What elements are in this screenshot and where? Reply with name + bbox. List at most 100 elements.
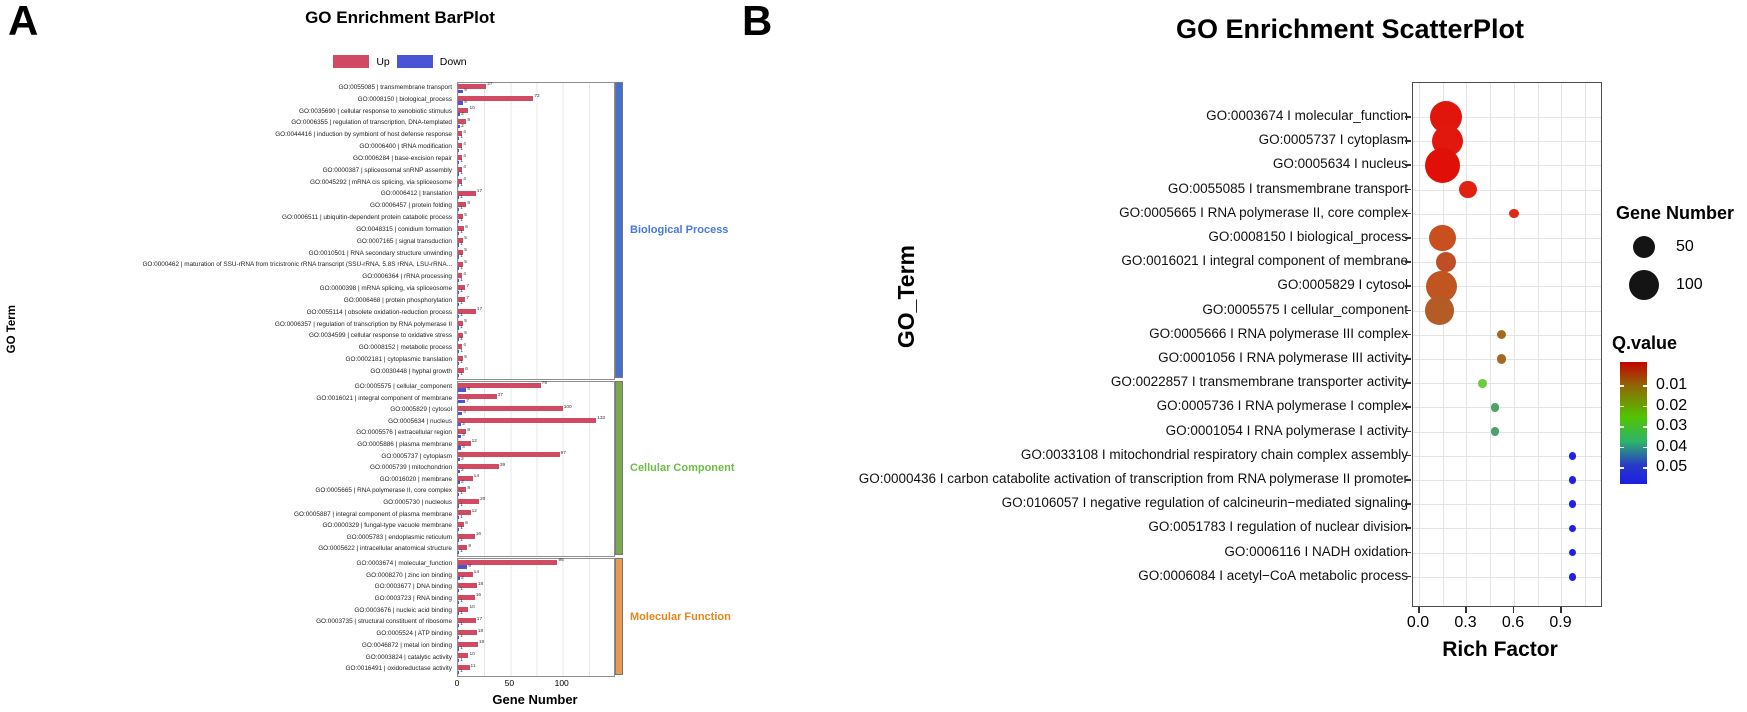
down-bar — [458, 302, 460, 306]
down-bar-line: 2 — [458, 124, 614, 129]
qvalue-gradient-bar — [1620, 362, 1647, 484]
qvalue-tick-dash — [1643, 467, 1647, 469]
up-bar-value: 6 — [465, 520, 468, 526]
up-bar-line: 27 — [458, 83, 614, 89]
down-bar-value: 1 — [460, 170, 463, 176]
up-bar-line: 5 — [458, 248, 614, 255]
down-bar-value: 7 — [466, 398, 469, 404]
down-bar-line: 1 — [458, 170, 614, 176]
down-bar-value: 1 — [460, 657, 463, 663]
up-bar — [458, 356, 464, 362]
down-bar — [458, 326, 460, 330]
down-bar — [458, 136, 460, 141]
x-tick-label: 0.0 — [1406, 614, 1430, 631]
bar-row-label: GO:0006412 | translation — [380, 190, 452, 198]
size-legend-circle — [1633, 236, 1655, 258]
up-bar — [458, 155, 463, 160]
up-bar-line: 16 — [458, 532, 614, 539]
down-bar-value: 1 — [460, 194, 463, 200]
bar-row-label: GO:0006357 | regulation of transcription… — [274, 320, 452, 328]
up-bar — [458, 332, 464, 338]
up-bar-line: 100 — [458, 405, 614, 412]
down-bar-line: 1 — [458, 361, 614, 366]
up-bar-line: 10 — [458, 652, 614, 659]
down-bar — [458, 550, 460, 555]
down-bar-line: 1 — [458, 526, 614, 532]
scatter-point — [1568, 548, 1577, 557]
gridline-h — [1413, 310, 1601, 312]
down-bar-value: 4 — [463, 410, 466, 416]
up-bar-value: 5 — [464, 331, 467, 337]
down-bar — [458, 279, 460, 283]
bar-row-label: GO:0008152 | metabolic process — [358, 344, 452, 352]
up-bar — [458, 641, 478, 647]
down-bar — [458, 588, 460, 593]
down-bar-line: 1 — [458, 218, 614, 224]
down-bar-line: 2 — [458, 468, 614, 474]
down-bar — [458, 314, 460, 318]
bar-row-label: GO:0005829 | cytosol — [390, 406, 452, 414]
up-bar — [458, 452, 560, 458]
down-bar-value: 1 — [460, 514, 463, 520]
gridline-h — [1413, 383, 1601, 385]
legend-down-swatch — [396, 55, 433, 68]
up-bar — [458, 510, 471, 516]
up-bar-line: 8 — [458, 486, 614, 493]
up-bar-value: 17 — [476, 616, 483, 622]
down-bar-value: 1 — [460, 230, 463, 236]
bar-row-label: GO:0005665 | RNA polymerase II, core com… — [315, 487, 452, 495]
bar-row-label: GO:0005783 | endoplasmic reticulum — [346, 533, 452, 541]
up-bar-value: 5 — [464, 236, 467, 242]
bar-row-label: GO:0005739 | mitochondrion — [370, 464, 452, 472]
up-bar-value: 8 — [467, 200, 471, 206]
down-bar — [458, 207, 460, 212]
gridline-h — [1413, 528, 1601, 530]
bar-row-label: GO:0016491 | oxidoreductase activity — [345, 665, 452, 673]
up-bar — [458, 226, 465, 232]
up-bar — [458, 618, 476, 624]
down-bar — [458, 255, 460, 259]
up-bar-line: 4 — [458, 166, 614, 172]
up-bar — [458, 190, 476, 196]
down-bar — [458, 565, 468, 569]
facet-strip — [615, 82, 623, 378]
bar-row-label: GO:0005730 | nucleolus — [383, 498, 452, 506]
down-bar-value: 1 — [460, 253, 463, 259]
x-tick — [1465, 607, 1467, 613]
down-bar-value: 2 — [461, 468, 464, 474]
up-bar-line: 4 — [458, 154, 614, 160]
qvalue-tick-dash — [1643, 426, 1647, 428]
bar-row-label: GO:0046872 | metal ion binding — [361, 641, 452, 649]
down-bar-line: 1 — [458, 349, 614, 354]
bar-row-label: GO:0008270 | zinc ion binding — [366, 571, 452, 579]
down-bar-line: 1 — [458, 183, 614, 188]
up-bar — [458, 559, 558, 565]
bar-row-label: GO:0005576 | extracellular region — [356, 429, 452, 437]
down-bar — [458, 659, 460, 663]
qvalue-legend-title: Q.value — [1612, 333, 1678, 353]
scatter-y-label: GO:0006084 I acetyl−CoA metabolic proces… — [1138, 567, 1408, 583]
up-bar — [458, 178, 463, 184]
scatter-y-label: GO:0106057 I negative regulation of calc… — [1001, 495, 1408, 511]
down-bar — [458, 113, 461, 117]
scatter-point — [1435, 252, 1456, 273]
up-bar — [458, 202, 467, 208]
up-bar-line: 7 — [458, 296, 614, 303]
qvalue-tick-dash — [1643, 405, 1647, 407]
up-bar — [458, 394, 497, 400]
up-bar-value: 19 — [478, 640, 485, 646]
